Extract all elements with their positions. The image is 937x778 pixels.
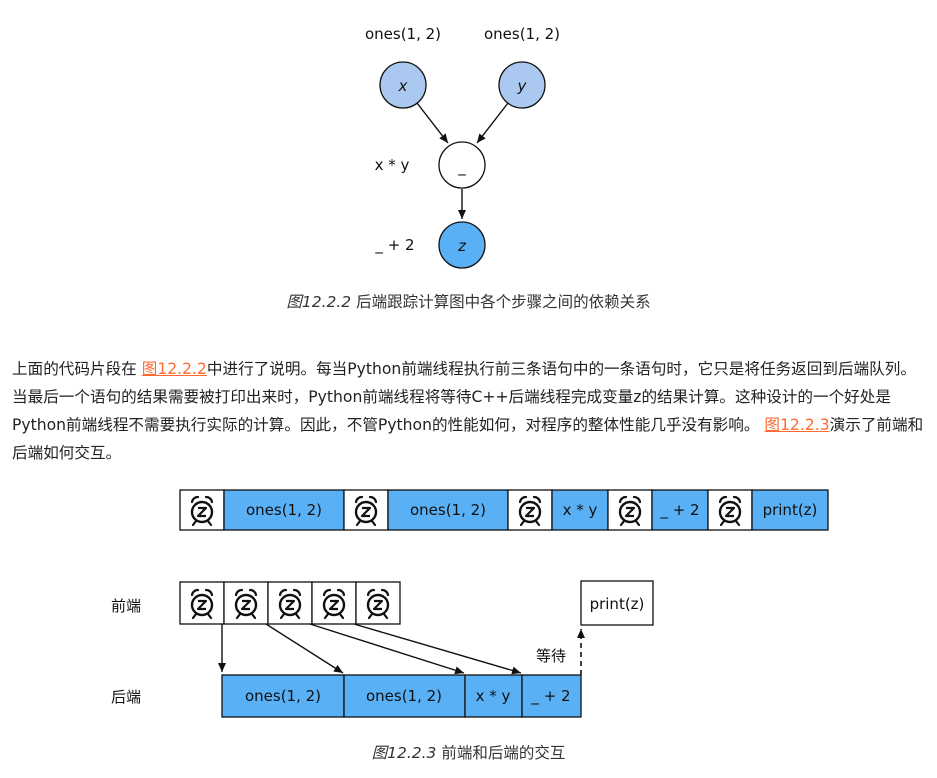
timeline-task-cell: [651, 489, 709, 531]
backend-task-label: ones(1, 2): [245, 687, 321, 705]
timeline-task-cell: [551, 489, 609, 531]
node-x: [379, 61, 427, 109]
figure2-caption: 图12.2.3 前端和后端的交互: [0, 741, 937, 763]
node-z-label: z: [457, 237, 467, 255]
node-x-label: x: [398, 77, 408, 95]
timeline-task-cell: [751, 489, 829, 531]
timeline-task-label: ones(1, 2): [410, 501, 486, 519]
edge-y-to-mid: [476, 102, 509, 144]
wait-label: 等待: [536, 647, 566, 665]
paragraph-text-1: 上面的代码片段在: [12, 360, 142, 378]
backend-task-cell: [343, 674, 466, 718]
timeline-task-label: print(z): [763, 501, 818, 519]
node-mid-label: _: [457, 158, 466, 177]
node-mid: [438, 141, 486, 189]
arrow-task-4: [353, 623, 522, 675]
frontend-row: [179, 581, 401, 625]
print-label: print(z): [590, 595, 645, 613]
backend-row: ones(1, 2) ones(1, 2) x * y _ + 2: [221, 674, 582, 718]
arrow-task-2: [265, 623, 344, 674]
timeline-row: ones(1, 2) ones(1, 2) x * y _ + 2 print(…: [179, 489, 829, 531]
arrow-task-3: [309, 623, 465, 675]
timeline-task-label: ones(1, 2): [246, 501, 322, 519]
node-y: [498, 61, 546, 109]
figure-link-12-2-2[interactable]: 图12.2.2: [141, 360, 207, 378]
edge-x-to-mid: [416, 102, 449, 144]
node-z-annotation: _ + 2: [374, 236, 414, 255]
node-z: [438, 221, 486, 269]
frontend-label: 前端: [111, 597, 141, 615]
figure1-caption-number: 图12.2.2: [286, 293, 352, 311]
node-mid-annotation: x * y: [375, 156, 410, 174]
figure1-caption-text: 后端跟踪计算图中各个步骤之间的依赖关系: [356, 293, 651, 311]
node-x-annotation: ones(1, 2): [365, 25, 441, 43]
figure-link-12-2-3[interactable]: 图12.2.3: [764, 416, 830, 434]
body-paragraph: 上面的代码片段在 图12.2.2中进行了说明。每当Python前端线程执行前三条…: [12, 355, 927, 467]
paragraph-text-3: 演示了前端和后端如何交互。: [12, 416, 924, 462]
backend-task-cell: [221, 674, 345, 718]
node-y-annotation: ones(1, 2): [484, 25, 560, 43]
backend-task-cell: [521, 674, 582, 718]
backend-task-label: x * y: [476, 687, 511, 705]
interaction-diagram: ones(1, 2) ones(1, 2) x * y _ + 2 print(…: [111, 489, 829, 718]
dependency-graph: ones(1, 2) ones(1, 2) x y x * y _ _ + 2 …: [365, 25, 560, 269]
timeline-task-label: _ + 2: [659, 501, 699, 520]
timeline-alarm-cell: [607, 489, 653, 531]
figure2-caption-text: 前端和后端的交互: [441, 744, 566, 762]
figure1-caption: 图12.2.2 后端跟踪计算图中各个步骤之间的依赖关系: [0, 290, 937, 312]
timeline-task-cell: [223, 489, 345, 531]
backend-label: 后端: [111, 688, 141, 706]
backend-task-label: _ + 2: [530, 687, 570, 706]
print-box: [580, 580, 654, 626]
backend-task-label: ones(1, 2): [366, 687, 442, 705]
paragraph-text-2: 中进行了说明。每当Python前端线程执行前三条语句中的一条语句时，它只是将任务…: [12, 360, 916, 434]
figure2-caption-number: 图12.2.3: [371, 744, 437, 762]
backend-task-cell: [464, 674, 523, 718]
timeline-task-label: x * y: [563, 501, 598, 519]
node-y-label: y: [517, 77, 528, 95]
